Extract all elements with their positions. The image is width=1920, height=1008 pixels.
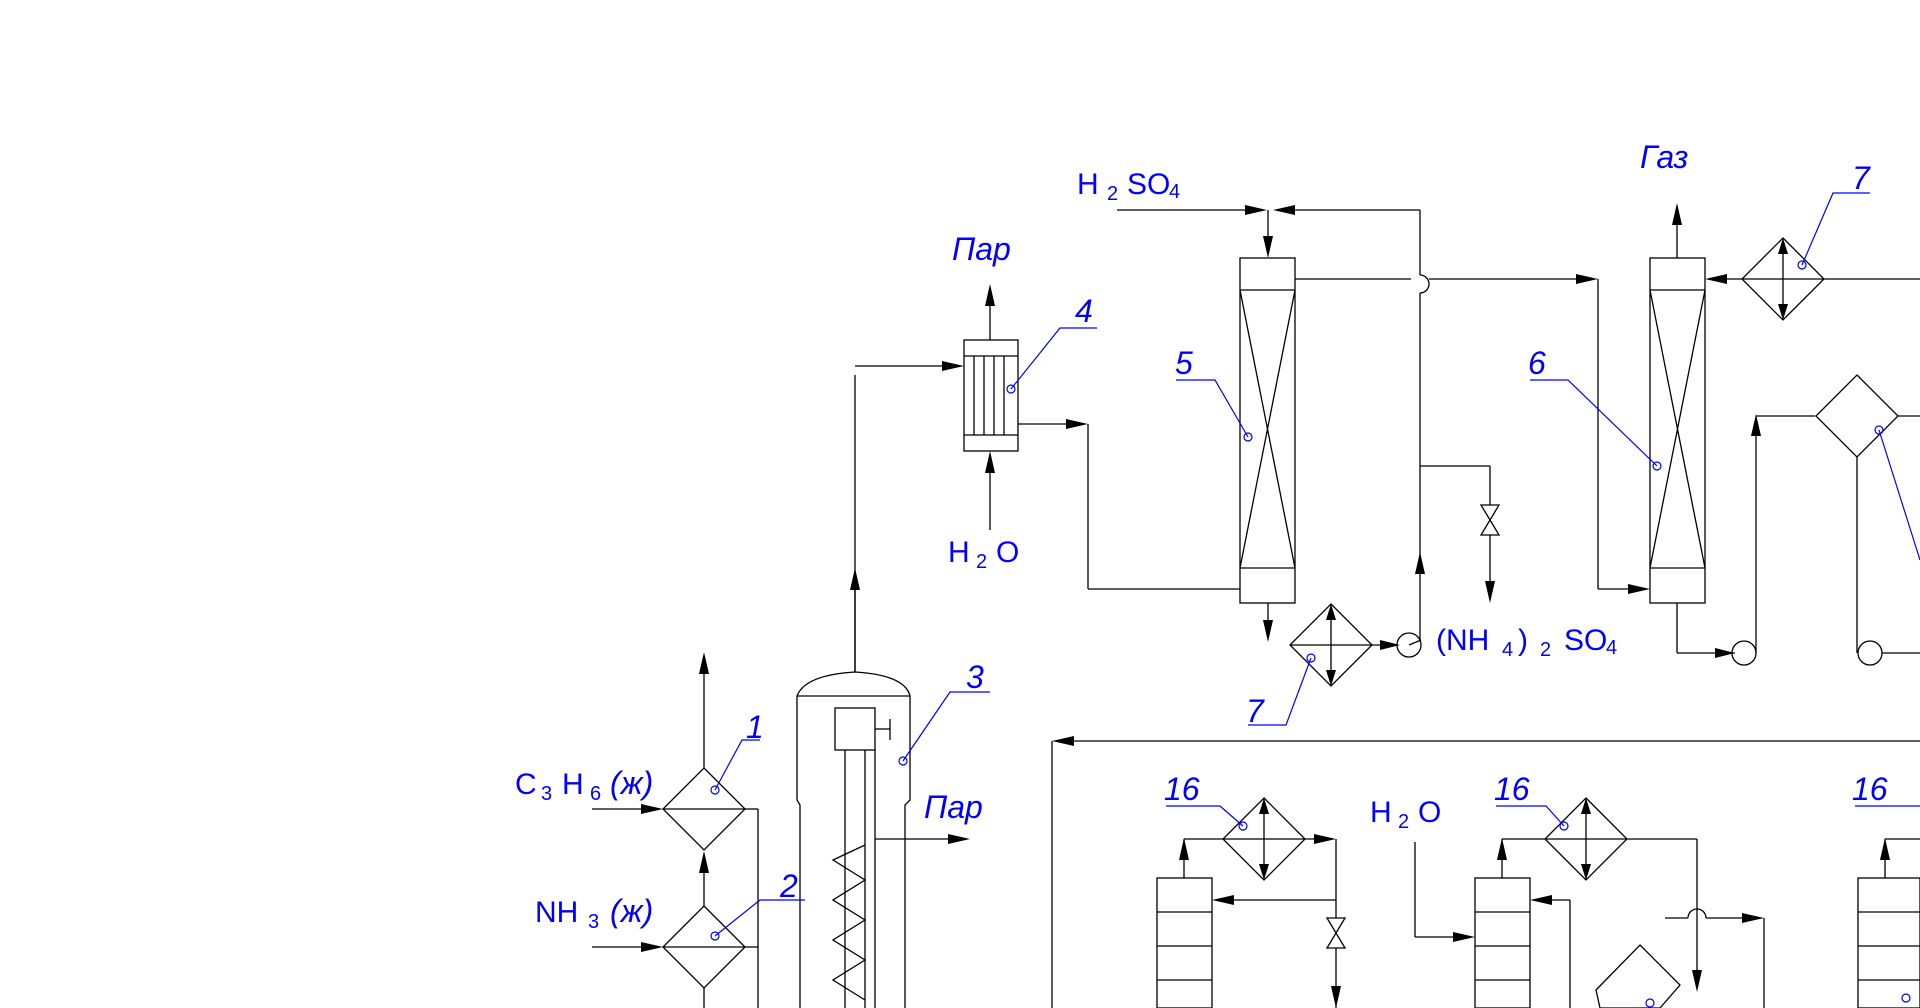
- reactor-3: [796, 671, 911, 1008]
- svg-text:4: 4: [1606, 637, 1617, 659]
- callout-16-a: 16: [1164, 771, 1200, 807]
- svg-text:4: 4: [1502, 639, 1513, 661]
- stream-label-ammonium-sulfate: (NH 4 ) 2 SO 4: [1436, 624, 1617, 661]
- stream-label-ammonia: NH 3 (ж): [535, 893, 653, 933]
- callout-leaders: [714, 192, 1920, 937]
- column-16-middle: [1414, 797, 1765, 1008]
- heat-exchanger-7-right-top: [1741, 237, 1920, 321]
- heat-exchanger-2: [662, 905, 746, 989]
- column-16-left: [1156, 797, 1347, 1008]
- svg-text:C: C: [515, 768, 537, 801]
- svg-text:2: 2: [1540, 639, 1551, 661]
- svg-text:2: 2: [976, 551, 987, 573]
- callout-16-c: 16: [1852, 771, 1888, 807]
- heat-exchanger-1: [662, 767, 746, 851]
- heat-exchanger-7-left: [1289, 603, 1422, 687]
- callout-16-b: 16: [1494, 771, 1530, 807]
- svg-text:(ж): (ж): [610, 893, 653, 929]
- svg-text:H: H: [1077, 168, 1099, 201]
- svg-text:H: H: [1370, 796, 1392, 829]
- svg-text:SO: SO: [1564, 624, 1607, 657]
- svg-text:(NH: (NH: [1436, 624, 1489, 657]
- callout-7-top: 7: [1852, 160, 1871, 196]
- svg-text:2: 2: [1398, 811, 1409, 833]
- stream-label-water-b: H 2 O: [1370, 796, 1441, 833]
- stream-label-steam-top: Пар: [952, 231, 1011, 267]
- svg-text:3: 3: [588, 911, 599, 933]
- recycle-line: [1051, 736, 1920, 1008]
- svg-text:H: H: [562, 768, 584, 801]
- svg-text:2: 2: [1107, 183, 1118, 205]
- callout-1: 1: [746, 709, 764, 745]
- svg-text:6: 6: [590, 783, 601, 805]
- svg-text:4: 4: [1169, 181, 1180, 203]
- heat-exchanger-right-mid: [1815, 374, 1920, 666]
- svg-text:H: H: [948, 536, 970, 569]
- stream-label-steam-reactor: Пар: [924, 789, 983, 825]
- svg-text:O: O: [996, 536, 1019, 569]
- callout-2: 2: [779, 868, 798, 904]
- svg-text:O: O: [1418, 796, 1441, 829]
- svg-text:): ): [1518, 624, 1528, 657]
- column-6-lines: [1597, 203, 1815, 666]
- column-6: [1649, 257, 1706, 604]
- svg-text:(ж): (ж): [610, 765, 653, 801]
- heat-exchanger-4: [963, 284, 1240, 590]
- reactor-outlet-lines: [850, 361, 970, 844]
- callout-5: 5: [1175, 345, 1193, 381]
- feed-lines: [592, 652, 759, 1008]
- callout-6: 6: [1528, 345, 1546, 381]
- column-5-lines: [1117, 205, 1598, 642]
- column-5: [1239, 257, 1296, 604]
- stream-label-propylene: C 3 H 6 (ж): [515, 765, 653, 805]
- callout-4: 4: [1075, 293, 1093, 329]
- svg-text:NH: NH: [535, 896, 578, 929]
- stream-label-gas: Газ: [1640, 139, 1688, 175]
- stream-label-water-a: H 2 O: [948, 536, 1019, 573]
- callout-7-bottom: 7: [1246, 693, 1265, 729]
- stream-label-h2so4: H 2 SO 4: [1077, 168, 1180, 205]
- svg-text:3: 3: [541, 783, 552, 805]
- column-16-right: [1857, 838, 1920, 1008]
- callout-3: 3: [966, 659, 984, 695]
- svg-text:SO: SO: [1127, 168, 1170, 201]
